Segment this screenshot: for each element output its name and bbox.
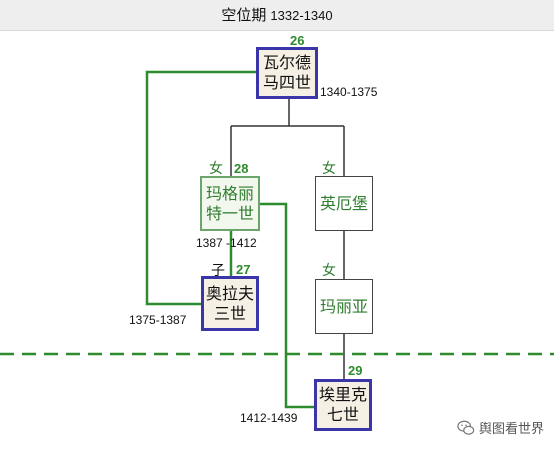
- walter-number: 26: [290, 33, 305, 48]
- watermark: 舆图看世界: [457, 418, 544, 437]
- eric-years: 1412-1439: [240, 411, 298, 425]
- walter-name-line2: 马四世: [262, 73, 311, 92]
- margaret-relation: 女: [209, 161, 223, 177]
- olaf-relation: 子: [211, 263, 225, 279]
- walter-olaf-succession-line: [145, 70, 256, 306]
- interregnum-label: 空位期: [221, 6, 267, 24]
- ingeborg-name: 英厄堡: [319, 193, 368, 213]
- person-box-walter: 瓦尔德马四世: [256, 47, 318, 99]
- margaret-name-line2: 特一世: [205, 203, 254, 223]
- margaret-name-line1: 玛格丽: [205, 183, 254, 203]
- margaret-years: 1387 -1412: [196, 236, 257, 250]
- margaret-eric-succession-line: [260, 202, 314, 409]
- person-box-maria: 玛丽亚: [315, 279, 373, 334]
- walter-name-line1: 瓦尔德: [262, 53, 311, 72]
- walter-years: 1340-1375: [320, 85, 378, 99]
- margaret-number: 28: [234, 161, 249, 176]
- eric-name-line2: 七世: [326, 405, 359, 424]
- eric-name-line1: 埃里克: [318, 385, 367, 404]
- olaf-years: 1375-1387: [129, 313, 187, 327]
- interregnum-years: 1332-1340: [270, 8, 333, 23]
- person-box-eric: 埃里克七世: [314, 379, 372, 431]
- ingeborg-relation: 女: [322, 161, 336, 177]
- maria-name: 玛丽亚: [319, 296, 368, 316]
- olaf-name-line1: 奥拉夫: [205, 283, 254, 303]
- person-box-margaret: 玛格丽特一世: [200, 176, 260, 231]
- olaf-name-line2: 三世: [213, 303, 246, 323]
- person-box-ingeborg: 英厄堡: [315, 176, 373, 231]
- person-box-olaf: 奥拉夫三世: [201, 276, 259, 331]
- wechat-icon: [457, 420, 475, 435]
- olaf-number: 27: [236, 262, 251, 277]
- maria-relation: 女: [322, 263, 336, 279]
- eric-number: 29: [348, 363, 363, 378]
- watermark-text: 舆图看世界: [478, 422, 544, 437]
